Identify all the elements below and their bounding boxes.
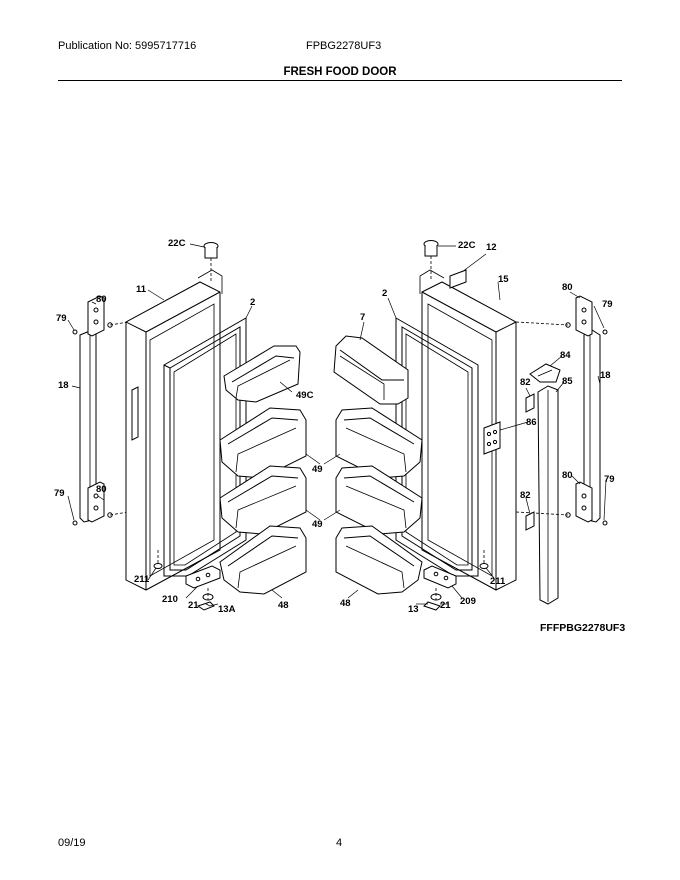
right-door-plate bbox=[483, 421, 501, 455]
label-210: 210 bbox=[162, 594, 178, 605]
left-outer-door bbox=[125, 269, 223, 591]
left-handle-screws bbox=[72, 321, 129, 526]
label-49-left-lower: 49 bbox=[312, 519, 323, 530]
right-cap-211 bbox=[479, 548, 489, 569]
left-lower-hinge bbox=[185, 565, 221, 611]
label-86: 86 bbox=[526, 417, 537, 428]
left-cap-211 bbox=[153, 548, 163, 569]
left-door-handle bbox=[79, 295, 105, 523]
leader-lines bbox=[67, 243, 607, 607]
label-48-right: 48 bbox=[340, 598, 351, 609]
label-13a: 13A bbox=[218, 604, 236, 615]
right-bin-49-lower bbox=[335, 465, 423, 535]
left-bin-48 bbox=[219, 525, 307, 595]
right-handle-trim bbox=[537, 385, 559, 605]
label-2-right: 2 bbox=[382, 288, 387, 299]
footer-date: 09/19 bbox=[58, 837, 86, 849]
right-door-stopper bbox=[423, 240, 439, 280]
label-79-right-bottom: 79 bbox=[604, 474, 615, 485]
label-82-right-top: 82 bbox=[520, 377, 531, 388]
left-door-stopper bbox=[203, 242, 219, 282]
label-49-left-upper: 49 bbox=[312, 464, 323, 475]
label-11: 11 bbox=[136, 284, 147, 295]
label-80-left-top: 80 bbox=[96, 294, 107, 305]
label-21-left: 21 bbox=[188, 600, 199, 611]
label-80-right-bottom: 80 bbox=[562, 470, 573, 481]
label-85: 85 bbox=[562, 376, 573, 387]
right-door-label-plate bbox=[449, 269, 467, 289]
right-handle-bracket bbox=[529, 363, 561, 383]
right-handle-screws bbox=[515, 321, 608, 526]
right-bin-7 bbox=[333, 335, 409, 405]
right-lower-hinge bbox=[423, 565, 457, 611]
label-13: 13 bbox=[408, 604, 419, 615]
figure-id: FFFPBG2278UF3 bbox=[540, 622, 626, 634]
label-48-left: 48 bbox=[278, 600, 289, 611]
label-49c: 49C bbox=[296, 390, 314, 401]
label-211-right: 211 bbox=[490, 576, 506, 587]
label-79-left-top: 79 bbox=[56, 313, 67, 324]
label-82-right-bottom: 82 bbox=[520, 490, 531, 501]
publication-number: Publication No: 5995717716 bbox=[58, 40, 197, 52]
label-79-right-top: 79 bbox=[602, 299, 613, 310]
right-door-handle bbox=[575, 295, 601, 523]
page-number: 4 bbox=[336, 837, 343, 849]
right-outer-door bbox=[419, 269, 517, 591]
label-79-left-bottom: 79 bbox=[54, 488, 65, 499]
label-18-right: 18 bbox=[600, 370, 611, 381]
label-84: 84 bbox=[560, 350, 571, 361]
label-2-left: 2 bbox=[250, 297, 255, 308]
right-bin-49-upper bbox=[335, 407, 423, 479]
label-12: 12 bbox=[486, 242, 497, 253]
label-7: 7 bbox=[360, 312, 365, 323]
header-rule bbox=[58, 80, 622, 81]
label-15: 15 bbox=[498, 274, 509, 285]
label-22c-left: 22C bbox=[168, 238, 186, 249]
section-title: FRESH FOOD DOOR bbox=[283, 66, 397, 78]
part-labels: 22C 11 2 80 79 18 49C 49 49 79 80 211 21… bbox=[54, 238, 615, 615]
right-handle-clips bbox=[525, 393, 535, 531]
label-21-right: 21 bbox=[440, 600, 451, 611]
label-22c-right: 22C bbox=[458, 240, 476, 251]
label-80-right-top: 80 bbox=[562, 282, 573, 293]
model-number: FPBG2278UF3 bbox=[306, 40, 382, 52]
left-door-gasket bbox=[163, 317, 247, 577]
label-18-left: 18 bbox=[58, 380, 69, 391]
label-80-left-bottom: 80 bbox=[96, 484, 107, 495]
left-bin-49c bbox=[223, 345, 301, 403]
left-bin-49-upper bbox=[219, 407, 307, 479]
label-211-left: 211 bbox=[134, 574, 150, 585]
right-bin-48 bbox=[335, 525, 423, 595]
label-209: 209 bbox=[460, 596, 476, 607]
left-bin-49-lower bbox=[219, 465, 307, 535]
